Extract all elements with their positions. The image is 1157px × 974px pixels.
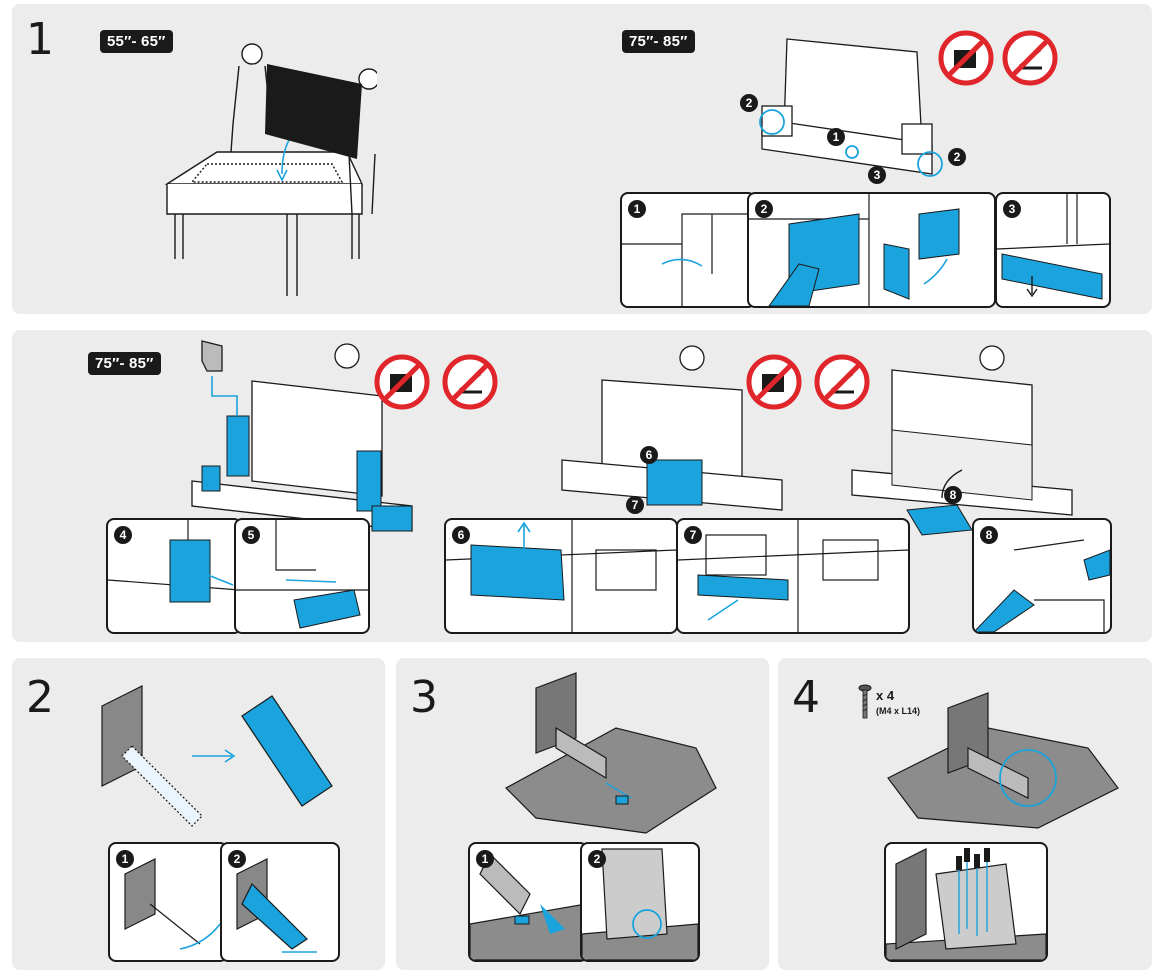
no-lean-screen-warning-icon-2 [442, 354, 498, 410]
screw-quantity: x 4 [876, 688, 895, 703]
detail-callout-7: 7 [684, 526, 702, 544]
detail-callout-3: 3 [1003, 200, 1021, 218]
step-number-2: 2 [26, 672, 54, 723]
step1-detail-3: 3 [995, 192, 1111, 308]
step1-detail-2: 2 [747, 192, 996, 308]
step2-callout-2: 2 [228, 850, 246, 868]
step4-detail [884, 842, 1048, 962]
callout-3-top: 3 [868, 166, 886, 184]
size-badge-75-85-mid: 75″- 85″ [88, 352, 161, 375]
callout-2-right: 2 [948, 148, 966, 166]
callout-6-scene: 6 [640, 446, 658, 464]
no-press-screen-warning-icon [938, 30, 994, 86]
step2-panel: 2 1 2 [12, 658, 385, 970]
detail-callout-4: 4 [114, 526, 132, 544]
callout-7-scene: 7 [626, 496, 644, 514]
screw-attach-illustration [887, 692, 1119, 829]
detail-callout-2: 2 [755, 200, 773, 218]
stand-base-attach-illustration [505, 672, 717, 834]
size-badge-75-85: 75″- 85″ [622, 30, 695, 53]
unpack-detail-7: 7 [676, 518, 910, 634]
no-lean-screen-warning-icon [1002, 30, 1058, 86]
unpack-detail-8: 8 [972, 518, 1112, 634]
step4-panel: 4 x 4 (M4 x L14) [778, 658, 1152, 970]
step1-panel: 1 55″- 65″ 75″- 85″ [12, 4, 1152, 314]
step-number-3: 3 [410, 672, 438, 723]
step1-detail-1: 1 [620, 192, 756, 308]
no-press-screen-warning-icon-2 [374, 354, 430, 410]
step2-callout-1: 1 [116, 850, 134, 868]
step3-detail-1: 1 [468, 842, 588, 962]
lift-tv-illustration [851, 345, 1073, 536]
tv-in-packaging-illustration [759, 38, 943, 177]
unpack-detail-4: 4 [106, 518, 242, 634]
unpack-detail-5: 5 [234, 518, 370, 634]
detail-callout-5: 5 [242, 526, 260, 544]
detail-callout-8: 8 [980, 526, 998, 544]
step3-detail-2: 2 [580, 842, 700, 962]
detail-callout-6: 6 [452, 526, 470, 544]
unpacking-panel: 75″- 85″ 6 7 [12, 330, 1152, 642]
step-number-4: 4 [792, 672, 820, 723]
callout-8-scene: 8 [944, 486, 962, 504]
tv-on-table-illustration [164, 43, 377, 296]
unpack-detail-6: 6 [444, 518, 678, 634]
step2-detail-2: 2 [220, 842, 340, 962]
step3-callout-1: 1 [476, 850, 494, 868]
remove-bottom-packing-illustration [561, 345, 783, 511]
no-press-screen-warning-icon-3 [746, 354, 802, 410]
step-number-1: 1 [26, 14, 54, 65]
step2-detail-1: 1 [108, 842, 228, 962]
detail-callout-1: 1 [628, 200, 646, 218]
step3-callout-2: 2 [588, 850, 606, 868]
callout-1-top: 1 [827, 128, 845, 146]
screw-icon [858, 684, 872, 719]
callout-2-left: 2 [740, 94, 758, 112]
screw-spec: (M4 x L14) [876, 706, 921, 716]
size-badge-55-65: 55″- 65″ [100, 30, 173, 53]
no-lean-screen-warning-icon-3 [814, 354, 870, 410]
stand-neck-cover-illustration [101, 685, 333, 827]
remove-side-packing-illustration [191, 340, 413, 532]
step3-panel: 3 1 2 [396, 658, 769, 970]
